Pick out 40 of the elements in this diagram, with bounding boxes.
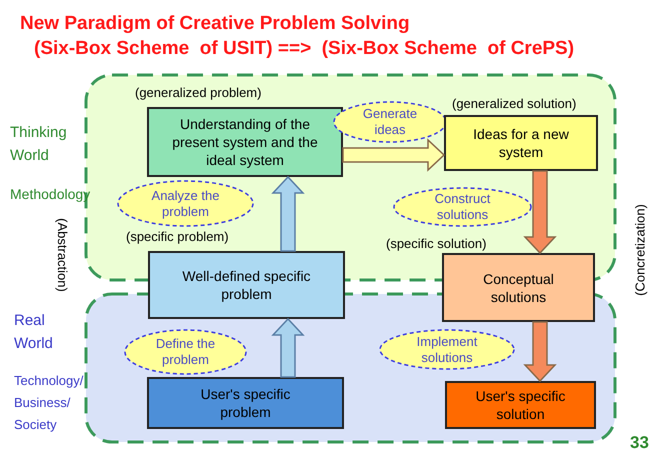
block-arrow [271, 318, 305, 378]
block-arrow [271, 176, 305, 252]
side-label: Thinking World [10, 123, 68, 166]
stage-caption: (generalized solution) [452, 96, 576, 112]
process-box [442, 253, 595, 322]
dashed-ellipse [117, 180, 254, 227]
ellipse-label: Define the problem [154, 336, 216, 368]
block-arrow [523, 170, 557, 254]
dashed-ellipse [124, 329, 247, 375]
ellipse-label: Analyze the problem [150, 188, 220, 220]
ellipse-label: Construct solutions [434, 191, 492, 223]
box-label: Understanding of the present system and the ideal system [171, 115, 319, 169]
side-label: (Abstraction) [54, 218, 71, 292]
box-label: Well-defined specific problem [181, 267, 312, 303]
ellipse-label: Generate ideas [362, 106, 418, 138]
stage-caption: (specific solution) [386, 236, 486, 252]
box-label: User's specific problem [200, 385, 292, 421]
subtitle: (Six-Box Scheme of USIT) ==> (Six-Box Scheme of CrePS) [34, 37, 574, 61]
side-label: Real World [14, 311, 54, 354]
block-arrow [523, 321, 557, 382]
process-box [445, 381, 596, 429]
dashed-ellipse [393, 187, 532, 227]
dashed-ellipse [333, 101, 447, 143]
box-label: Conceptual solutions [482, 270, 555, 306]
side-label: Technology/ Business/ Society [14, 372, 84, 434]
block-arrow [342, 138, 446, 172]
page-number: 33 [630, 432, 649, 451]
title: New Paradigm of Creative Problem Solving [20, 12, 410, 36]
ellipse-label: Implement solutions [416, 334, 478, 366]
box-label: User's specific solution [474, 387, 566, 423]
box-label: Ideas for a new system [472, 125, 570, 161]
process-box [148, 251, 345, 319]
stage-caption: (specific problem) [126, 229, 229, 245]
process-box [147, 377, 344, 429]
side-label: (Concretization) [631, 204, 648, 296]
process-box [444, 115, 598, 171]
side-label: Methodology [10, 185, 90, 204]
process-box [147, 107, 343, 177]
stage-caption: (generalized problem) [135, 85, 262, 101]
dashed-ellipse [379, 329, 515, 370]
